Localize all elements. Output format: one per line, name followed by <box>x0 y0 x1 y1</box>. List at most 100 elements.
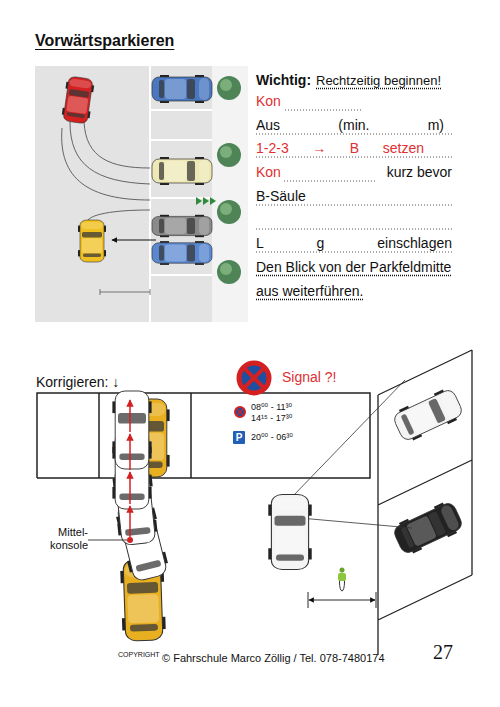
green-arrows-part <box>196 197 202 205</box>
mini-sign <box>235 407 245 417</box>
no-stopping-sign-part <box>244 368 264 388</box>
fill-in-lines-part <box>256 252 452 253</box>
tree-part <box>220 263 232 275</box>
parking-illustration-part <box>150 274 212 276</box>
green-arrows <box>196 197 216 205</box>
green-arrows-part <box>210 197 216 205</box>
note-heading: Wichtig: <box>256 71 311 89</box>
no-stopping-sign <box>239 363 269 393</box>
dimension-line <box>100 289 150 295</box>
mini-sign-part <box>235 407 245 417</box>
cyclist <box>338 568 346 592</box>
tree-part <box>220 146 232 158</box>
tree-part <box>217 76 241 100</box>
parking-illustration-part <box>152 241 212 265</box>
center-console-dot <box>127 537 133 543</box>
dimension-line-part <box>100 289 101 295</box>
mini-sign-part <box>237 409 243 415</box>
fill-in-lines-part <box>285 110 362 111</box>
tire-track-part <box>70 122 150 184</box>
fill-in-lines-part <box>256 134 452 135</box>
parking-illustration-part <box>150 109 212 111</box>
correction-arrows-part <box>129 472 131 504</box>
parking-illustration-part <box>212 66 248 322</box>
footer-text: © Fahrschule Marco Zöllig / Tel. 078-748… <box>162 651 385 665</box>
fill-in-lines-part <box>256 229 452 230</box>
part-label: Mittel- konsole <box>36 526 88 552</box>
tree-part <box>220 79 232 91</box>
section-label: Korrigieren: ↓ <box>36 373 119 391</box>
correction-arrows-part <box>129 400 131 432</box>
time-plate: 14¹⁵ - 17³⁰ <box>251 413 292 424</box>
note-text: Rechtzeitig beginnen! <box>316 72 441 90</box>
parking-illustration-part <box>149 66 151 322</box>
tire-track-part <box>62 128 150 200</box>
parking-illustration-part <box>78 220 106 262</box>
time-plate: 20⁰⁰ - 06³⁰ <box>251 432 293 443</box>
illustration-part <box>391 499 465 557</box>
correction-arrows-part <box>129 506 131 537</box>
leader-line <box>88 540 127 541</box>
parking-illustration-part <box>112 240 156 241</box>
sight-line-part <box>293 380 405 496</box>
tree <box>217 76 241 284</box>
parking-illustration-part <box>61 76 95 124</box>
tree-part <box>217 143 241 167</box>
sign-letter: P <box>236 432 243 443</box>
cyclist-part <box>340 568 345 573</box>
copyright-mark: COPYRIGHT <box>118 650 160 659</box>
fill-in-text: B-Säule <box>256 187 306 205</box>
parking-bays-part <box>37 393 370 478</box>
fill-in-text: Kon <box>256 92 281 110</box>
signal-label: Signal ?! <box>282 368 336 386</box>
correction-cars <box>111 391 170 641</box>
fill-in-lines-part <box>256 205 452 206</box>
fill-in-text: kurz bevor <box>372 163 452 181</box>
parking-illustration-part <box>150 139 212 141</box>
distance-arrow-part <box>376 592 377 608</box>
correction-arrows-part <box>129 434 131 470</box>
page-title: Vorwärtsparkieren <box>35 31 174 51</box>
tree-part <box>220 203 232 215</box>
instruction-text: Den Blick von der Parkfeldmitte aus weit… <box>256 255 452 303</box>
diagonal-parking <box>378 350 472 655</box>
no-stopping-sign-part <box>244 368 264 388</box>
correction-arrows <box>129 400 131 537</box>
fill-in-text: 1-2-3 → B setzen <box>256 139 424 157</box>
tire-track-part <box>88 210 150 220</box>
no-stopping-sign-part <box>239 363 269 393</box>
fill-in-text: Kon <box>256 163 281 181</box>
page-number: 27 <box>433 640 453 664</box>
illustration-part <box>391 386 465 444</box>
fill-in-text: Aus (min. m) <box>256 116 444 134</box>
distance-arrow <box>308 592 376 608</box>
diagonal-parking-part <box>378 350 472 655</box>
cyclist-part <box>338 573 346 581</box>
fill-in-lines <box>256 110 452 252</box>
fill-in-text: L g einschlagen <box>256 234 452 252</box>
fill-in-lines-part <box>284 181 376 182</box>
sight-line-part <box>300 518 412 528</box>
parking-illustration-part <box>152 215 212 237</box>
tire-track <box>62 122 150 220</box>
time-plate: 08⁰⁰ - 11³⁰ <box>251 402 292 413</box>
tire-track-part <box>84 122 150 168</box>
parking-illustration-part <box>152 157 212 185</box>
dimension-line-part <box>150 289 151 295</box>
distance-arrow-part <box>309 600 375 601</box>
parking-illustration <box>35 66 248 322</box>
parking-illustration-part <box>152 75 212 103</box>
parking-bays <box>37 393 370 478</box>
parking-sign: P <box>233 431 245 444</box>
illustration-part <box>268 495 311 570</box>
dimension-line-part <box>100 292 150 293</box>
correction-cars-part <box>112 391 151 469</box>
mini-sign-part <box>237 409 243 415</box>
fill-in-lines-part <box>256 157 452 158</box>
green-arrows-part <box>203 197 209 205</box>
tree-part <box>217 260 241 284</box>
tree-part <box>217 200 241 224</box>
parking-illustration-part <box>35 66 248 322</box>
